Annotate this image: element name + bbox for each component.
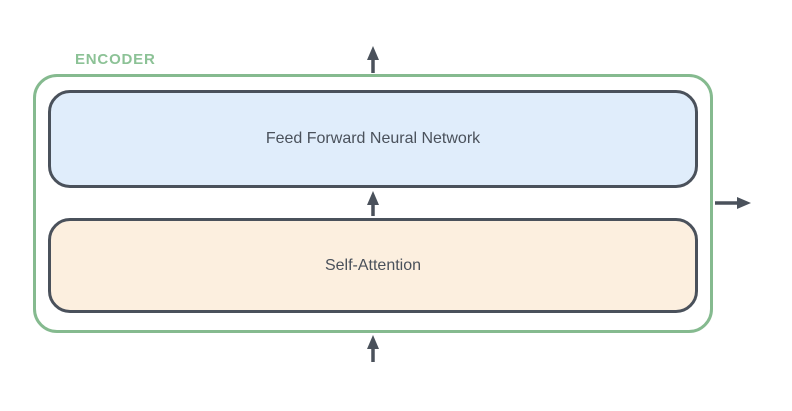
encoder-container-box	[33, 74, 713, 333]
self-attention-block: Self-Attention	[48, 218, 698, 313]
feed-forward-label: Feed Forward Neural Network	[265, 130, 481, 147]
feed-forward-block: Feed Forward Neural Network	[48, 90, 698, 188]
self-attention-label: Self-Attention	[324, 256, 422, 274]
encoder-input-bottom-arrow-icon	[367, 335, 379, 362]
encoder-label: ENCODER	[75, 51, 156, 68]
encoder-output-right-arrow-icon	[715, 197, 751, 209]
encoder-output-top-arrow-icon	[367, 46, 379, 73]
